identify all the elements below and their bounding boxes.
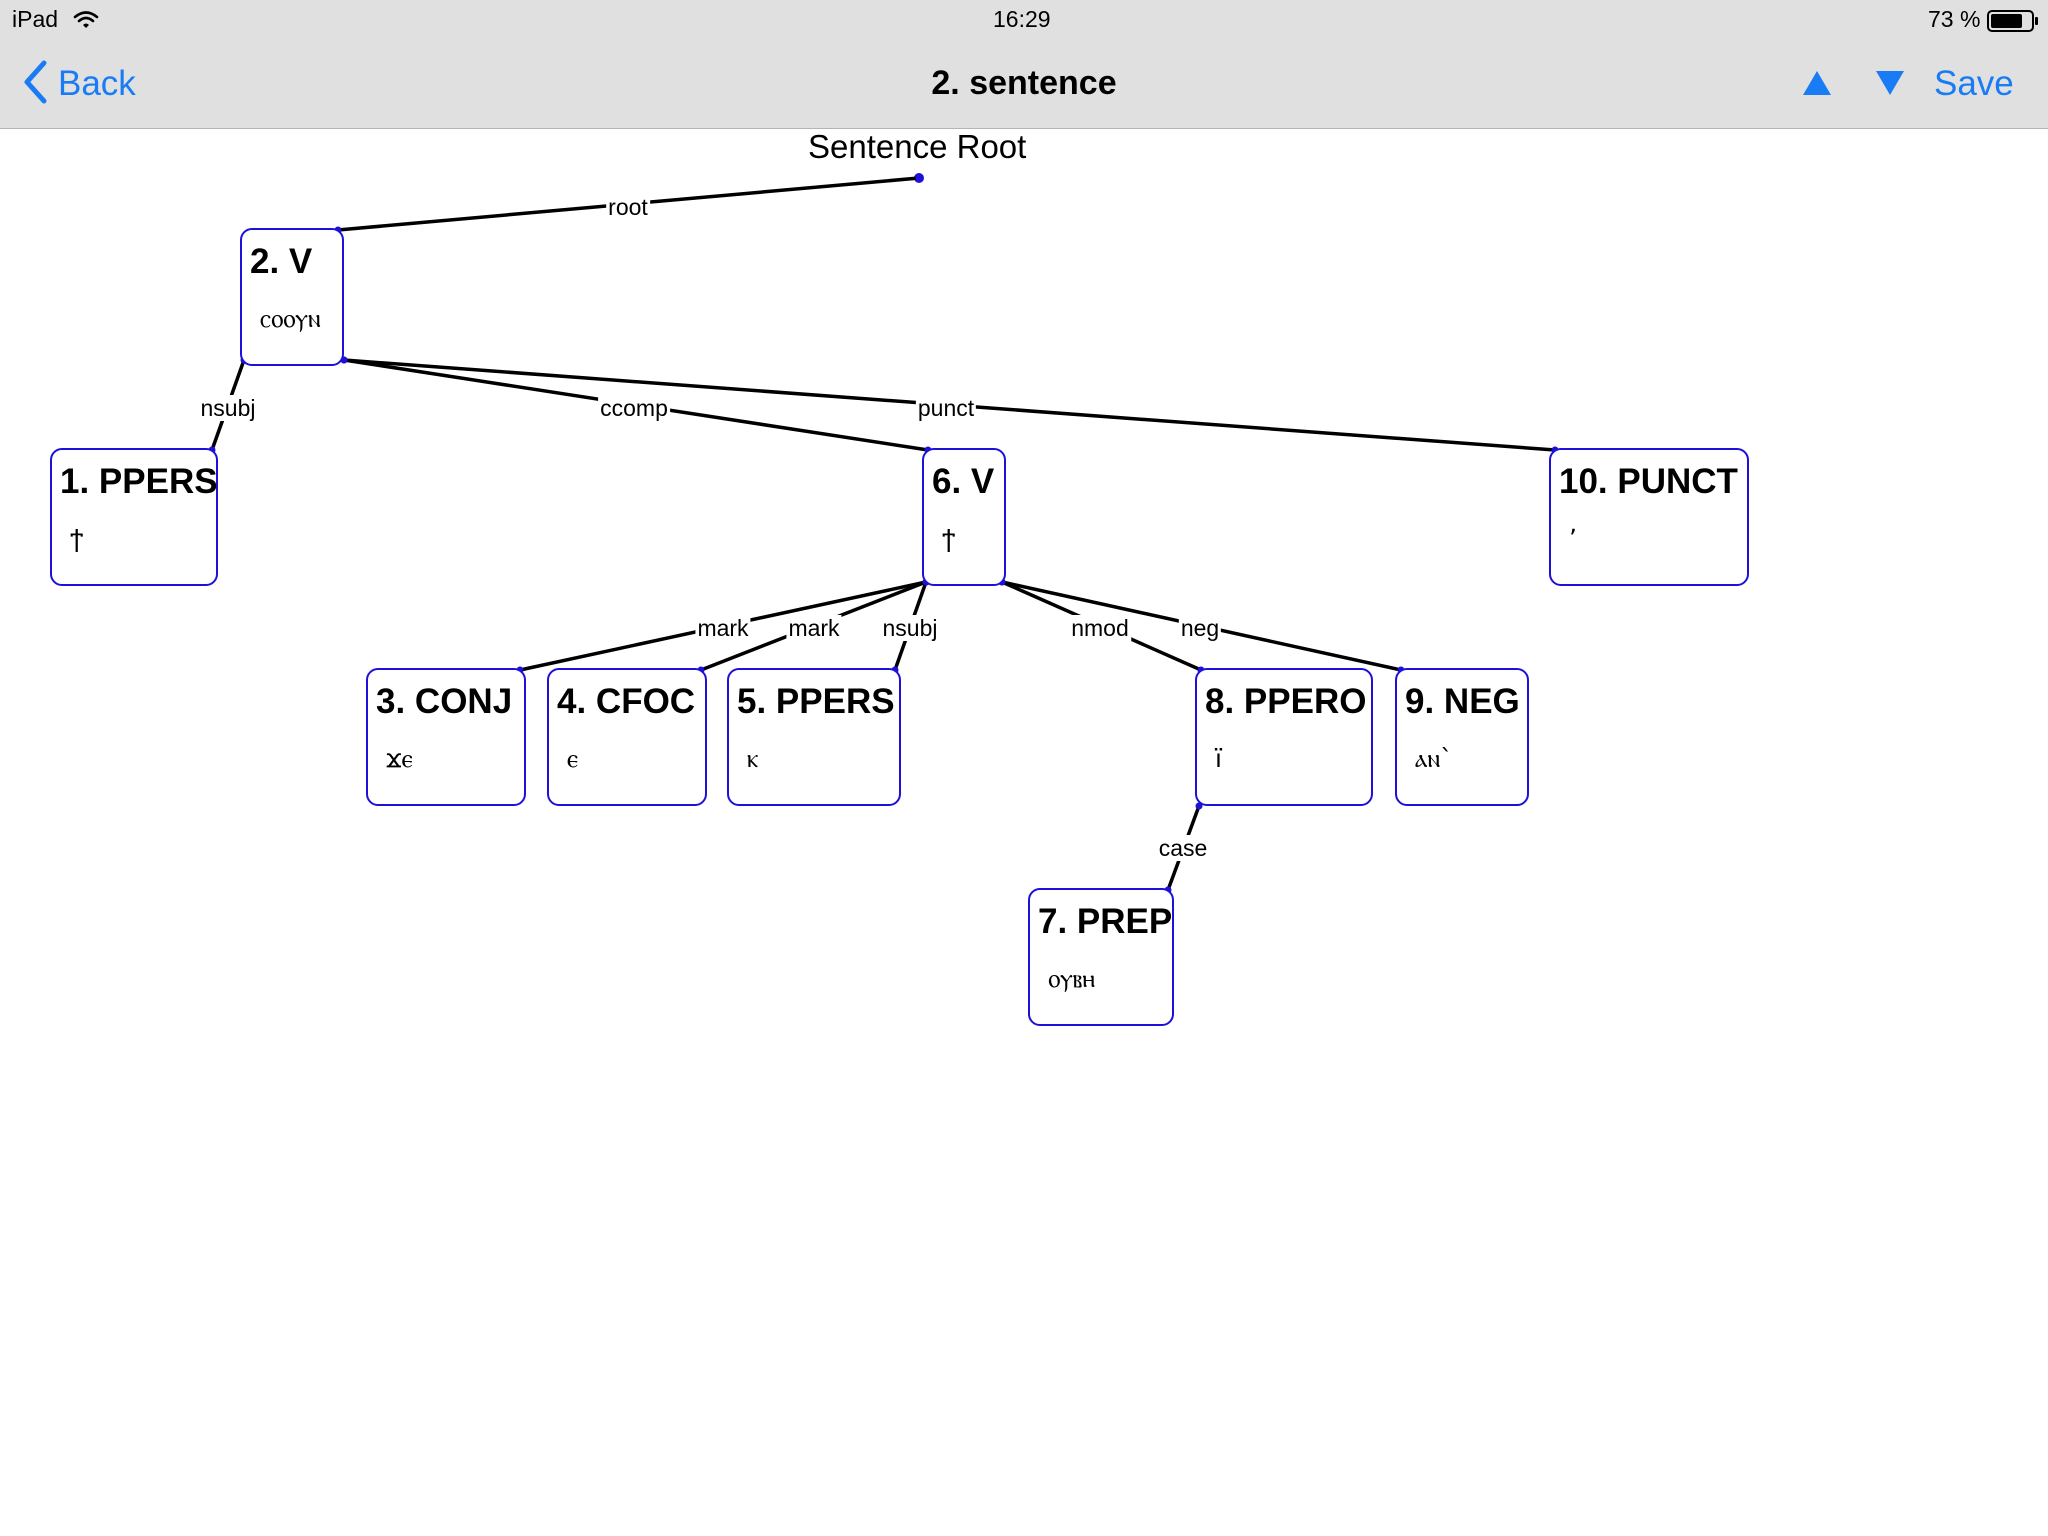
edge-label-ccomp[interactable]: ccomp [598, 395, 670, 421]
battery-icon [1987, 10, 2039, 38]
token-node-n3[interactable]: 3. CONJ ϫⲉ [366, 668, 526, 806]
token-node-n5[interactable]: 5. PPERS ⲕ [727, 668, 901, 806]
token-node-word: ϯ [942, 524, 956, 553]
back-label: Back [58, 64, 136, 103]
edge-label-nsubj[interactable]: nsubj [198, 395, 258, 421]
token-node-word: ⲟⲩⲃⲏ [1048, 964, 1096, 993]
edge-label-case[interactable]: case [1156, 835, 1210, 861]
token-node-header: 1. PPERS [60, 462, 218, 501]
status-time: 16:29 [993, 6, 1051, 32]
edge-label-punct[interactable]: punct [915, 395, 977, 421]
token-node-word: ʼ [1569, 524, 1577, 553]
token-node-word: ï [1215, 744, 1222, 773]
token-node-word: ϯ [70, 524, 84, 553]
status-bar: iPad 16:29 73 % [0, 0, 2048, 40]
token-node-header: 7. PREP [1038, 902, 1173, 941]
token-node-header: 2. V [250, 242, 313, 281]
triangle-down-icon[interactable] [1875, 70, 1905, 101]
edge-endpoint-dot [915, 174, 923, 182]
edge-label-neg[interactable]: neg [1178, 615, 1222, 641]
triangle-up-icon[interactable] [1802, 70, 1832, 101]
token-node-word: ⲥⲟⲟⲩⲛ [260, 304, 321, 333]
token-node-n1[interactable]: 1. PPERS ϯ [50, 448, 218, 586]
token-node-word: ⲉ [567, 744, 579, 773]
token-node-n10[interactable]: 10. PUNCT ʼ [1549, 448, 1749, 586]
edge-label-mark[interactable]: mark [695, 615, 751, 641]
token-node-header: 3. CONJ [376, 682, 513, 721]
back-button[interactable]: Back [22, 60, 136, 109]
edge-label-mark[interactable]: mark [786, 615, 842, 641]
device-name: iPad [12, 6, 59, 32]
token-node-header: 10. PUNCT [1559, 462, 1738, 501]
token-node-word: ϫⲉ [386, 744, 413, 773]
token-node-n7[interactable]: 7. PREP ⲟⲩⲃⲏ [1028, 888, 1174, 1026]
edge-label-nmod[interactable]: nmod [1069, 615, 1131, 641]
token-node-n6[interactable]: 6. V ϯ [922, 448, 1006, 586]
token-node-header: 4. CFOC [557, 682, 696, 721]
token-node-n2[interactable]: 2. V ⲥⲟⲟⲩⲛ [240, 228, 344, 366]
token-node-word: ⲕ [747, 744, 759, 773]
sentence-root-label: Sentence Root [808, 128, 1027, 165]
token-node-n9[interactable]: 9. NEG ⲁⲛ` [1395, 668, 1529, 806]
edge-label-nsubj[interactable]: nsubj [880, 615, 940, 641]
token-node-n8[interactable]: 8. PPERO ï [1195, 668, 1373, 806]
token-node-header: 5. PPERS [737, 682, 895, 721]
token-node-header: 9. NEG [1405, 682, 1520, 721]
token-node-header: 6. V [932, 462, 995, 501]
wifi-icon [73, 9, 99, 36]
edge-label-root[interactable]: root [606, 194, 650, 220]
chevron-left-icon [22, 60, 48, 109]
token-node-header: 8. PPERO [1205, 682, 1367, 721]
battery-percent: 73 % [1928, 6, 1981, 32]
token-node-word: ⲁⲛ` [1415, 744, 1453, 773]
navigation-bar: Back 2. sentence Save [0, 40, 2048, 129]
token-node-n4[interactable]: 4. CFOC ⲉ [547, 668, 707, 806]
page-title: 2. sentence [931, 64, 1117, 102]
save-button[interactable]: Save [1934, 64, 2014, 103]
